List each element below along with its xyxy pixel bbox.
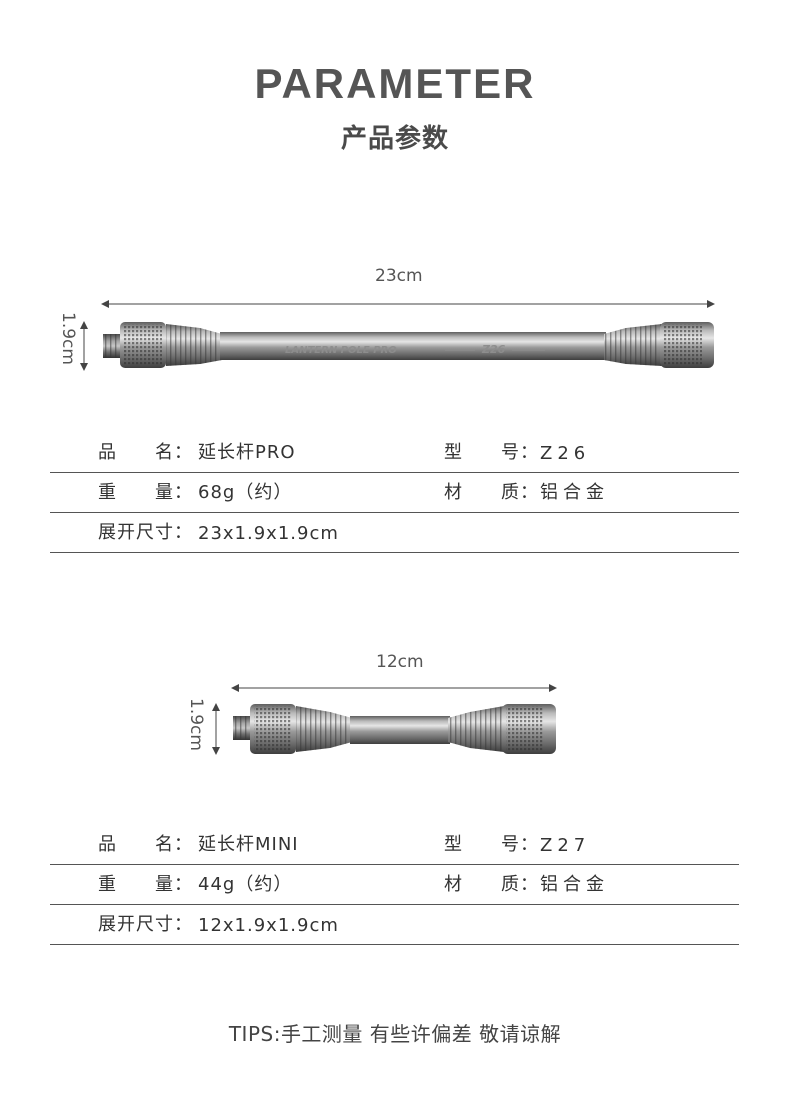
spec-value: 铝合金 bbox=[540, 874, 609, 895]
spec-value: 延长杆MINI bbox=[198, 834, 299, 855]
engraving-text: LANTERN POLE PRO bbox=[285, 345, 397, 356]
spec-key: 材 质： bbox=[444, 874, 539, 895]
spec-key: 展开尺寸： bbox=[98, 914, 193, 935]
spec-value: Z27 bbox=[540, 835, 591, 856]
length-label: 23cm bbox=[375, 266, 423, 286]
spec-row: 重 量： 44g（约） 材 质： 铝合金 bbox=[50, 864, 739, 905]
spec-value: Z26 bbox=[540, 443, 591, 464]
page-title-zh: 产品参数 bbox=[340, 124, 449, 154]
spec-key: 重 量： bbox=[98, 874, 193, 895]
product-image-pro: LANTERN POLE PRO Z26 bbox=[80, 300, 715, 371]
length-label: 12cm bbox=[376, 652, 424, 672]
spec-key: 材 质： bbox=[444, 482, 539, 503]
tips-note: TIPS:手工测量 有些许偏差 敬请谅解 bbox=[228, 1022, 562, 1046]
model-engraving: Z26 bbox=[481, 343, 506, 356]
product-image-mini bbox=[212, 684, 557, 755]
spec-value: 68g（约） bbox=[198, 482, 293, 503]
spec-key: 型 号： bbox=[444, 834, 539, 855]
spec-row: 品 名： 延长杆PRO 型 号： Z26 bbox=[50, 432, 739, 473]
spec-value: 延长杆PRO bbox=[198, 442, 296, 463]
spec-key: 型 号： bbox=[444, 442, 539, 463]
spec-key: 重 量： bbox=[98, 482, 193, 503]
spec-row: 品 名： 延长杆MINI 型 号： Z27 bbox=[50, 824, 739, 865]
spec-value: 铝合金 bbox=[540, 482, 609, 503]
spec-row: 重 量： 68g（约） 材 质： 铝合金 bbox=[50, 472, 739, 513]
spec-value: 12x1.9x1.9cm bbox=[198, 915, 339, 936]
diameter-label: 1.9cm bbox=[58, 312, 78, 365]
diameter-label: 1.9cm bbox=[186, 698, 206, 751]
spec-row: 展开尺寸： 23x1.9x1.9cm bbox=[50, 512, 739, 553]
spec-row: 展开尺寸： 12x1.9x1.9cm bbox=[50, 904, 739, 945]
spec-key: 展开尺寸： bbox=[98, 522, 193, 543]
spec-value: 44g（约） bbox=[198, 874, 293, 895]
spec-key: 品 名： bbox=[98, 834, 193, 855]
spec-value: 23x1.9x1.9cm bbox=[198, 523, 339, 544]
spec-key: 品 名： bbox=[98, 442, 193, 463]
page-title-en: PARAMETER bbox=[254, 60, 536, 107]
